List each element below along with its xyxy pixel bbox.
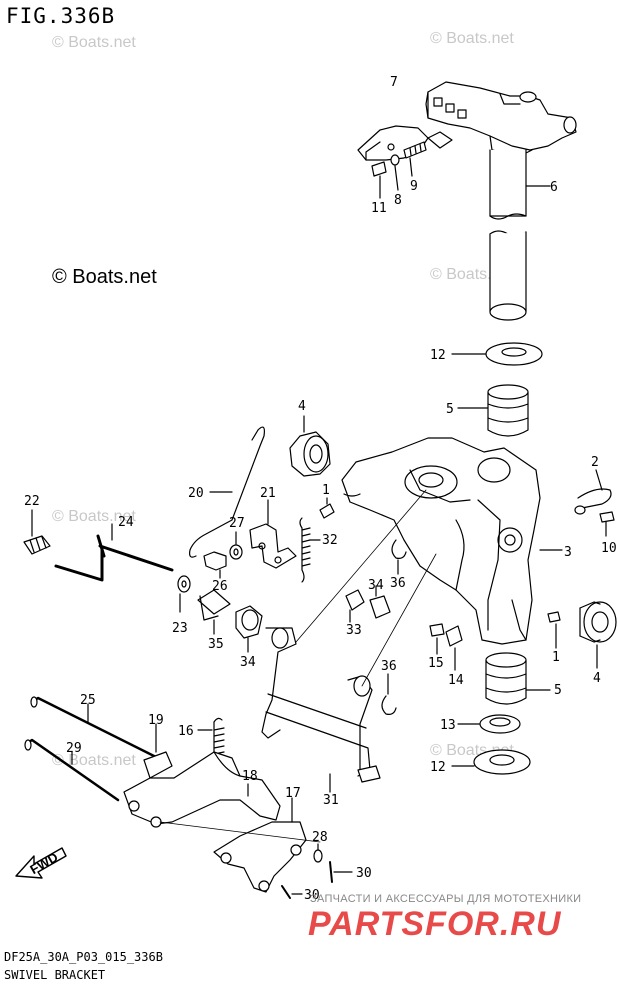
bushing-4-lower	[579, 601, 617, 669]
hook-17	[213, 797, 307, 893]
washer-13	[457, 714, 521, 734]
promo-tagline: ЗАПЧАСТИ И АКСЕССУАРЫ ДЛЯ МОТОТЕХНИКИ	[310, 893, 582, 905]
swivel-bracket-part-3	[341, 437, 563, 645]
steering-arm-head	[425, 81, 577, 157]
bolt-15-cap-14	[429, 623, 463, 671]
callout-8: 8	[394, 193, 402, 208]
callout-17: 17	[285, 786, 301, 801]
spring-32	[299, 517, 321, 583]
watermark-large: © Boats.net	[52, 266, 157, 288]
grease-nipple-1-upper	[319, 497, 335, 519]
callout-28: 28	[312, 830, 328, 845]
washer-28-pins-30	[281, 843, 353, 899]
figure-title: FIG.336B	[6, 4, 116, 28]
callout-4: 4	[593, 671, 601, 686]
grease-nipple-1-lower	[547, 611, 561, 649]
callout-1: 1	[322, 483, 330, 498]
callout-20: 20	[188, 486, 204, 501]
bolt-nut-washer-8-9-11	[371, 141, 427, 199]
callout-7: 7	[390, 75, 398, 90]
steering-shaft-part-6	[489, 149, 551, 321]
callout-4: 4	[298, 399, 306, 414]
clip-2-bolt-10	[574, 469, 615, 537]
callout-23: 23	[172, 621, 188, 636]
bushing-5-upper	[457, 384, 529, 437]
brand-logo: PARTSFOR.RU	[308, 905, 562, 943]
callout-2: 2	[591, 455, 599, 470]
watermark: © Boats.net	[430, 30, 514, 47]
callout-22: 22	[24, 494, 40, 509]
bolt-25	[30, 696, 164, 762]
lever-rod-24	[54, 523, 174, 582]
wire-spring-20	[189, 426, 265, 558]
callout-11: 11	[371, 201, 387, 216]
bushing-34-left	[235, 605, 263, 653]
bolt-33-bushing-34	[345, 585, 391, 623]
nut-27	[229, 531, 243, 560]
callout-31: 31	[323, 793, 339, 808]
bracket-18	[123, 751, 281, 828]
fwd-arrow: FWD	[15, 847, 67, 879]
callout-10: 10	[601, 541, 617, 556]
callout-9: 9	[410, 179, 418, 194]
callout-34: 34	[240, 655, 256, 670]
callout-25: 25	[80, 693, 96, 708]
watermark: © Boats.net	[52, 752, 136, 769]
callout-16: 16	[178, 724, 194, 739]
snap-ring-36-lower	[381, 673, 397, 715]
callout-5: 5	[446, 402, 454, 417]
watermark: © Boats.net	[52, 508, 136, 525]
callout-29: 29	[66, 741, 82, 756]
callout-35: 35	[208, 637, 224, 652]
bushing-4-upper	[289, 415, 331, 477]
callout-36: 36	[390, 576, 406, 591]
bolt-29	[24, 738, 120, 802]
figure-caption: SWIVEL BRACKET	[4, 968, 106, 982]
callout-30: 30	[356, 866, 372, 881]
tilt-lock-lever-31	[261, 627, 381, 793]
callout-36: 36	[381, 659, 397, 674]
callout-6: 6	[550, 180, 558, 195]
callout-32: 32	[322, 533, 338, 548]
leader-lines	[159, 489, 437, 843]
callout-15: 15	[428, 656, 444, 671]
model-code: DF25A_30A_P03_015_336B	[4, 950, 163, 964]
thrust-washer-12-upper	[451, 342, 543, 366]
callout-27: 27	[229, 516, 245, 531]
callout-18: 18	[242, 769, 258, 784]
grip-22	[23, 509, 51, 555]
callout-12: 12	[430, 348, 446, 363]
callout-3: 3	[564, 545, 572, 560]
callout-1: 1	[552, 650, 560, 665]
callout-26: 26	[212, 579, 228, 594]
callout-12: 12	[430, 760, 446, 775]
callout-labels: 7 6 11 8 9 12 5 4 2 10 1 20 21 22 24 27 …	[24, 75, 617, 903]
plate-21	[249, 499, 297, 569]
callout-14: 14	[448, 673, 464, 688]
bushing-5-lower	[485, 652, 551, 705]
bracket-19	[143, 723, 173, 779]
bushing-23	[177, 575, 191, 613]
thrust-washer-12-lower	[451, 749, 531, 775]
callout-21: 21	[260, 486, 276, 501]
callout-24: 24	[118, 515, 134, 530]
callout-30: 30	[304, 888, 320, 903]
bolt-26	[203, 551, 227, 579]
callout-5: 5	[554, 683, 562, 698]
callout-19: 19	[148, 713, 164, 728]
callout-13: 13	[440, 718, 456, 733]
pin-35	[197, 589, 231, 635]
watermark: © Boats.net	[52, 34, 136, 51]
snap-ring-36-upper	[391, 539, 407, 575]
callout-34: 34	[368, 578, 384, 593]
callout-33: 33	[346, 623, 362, 638]
